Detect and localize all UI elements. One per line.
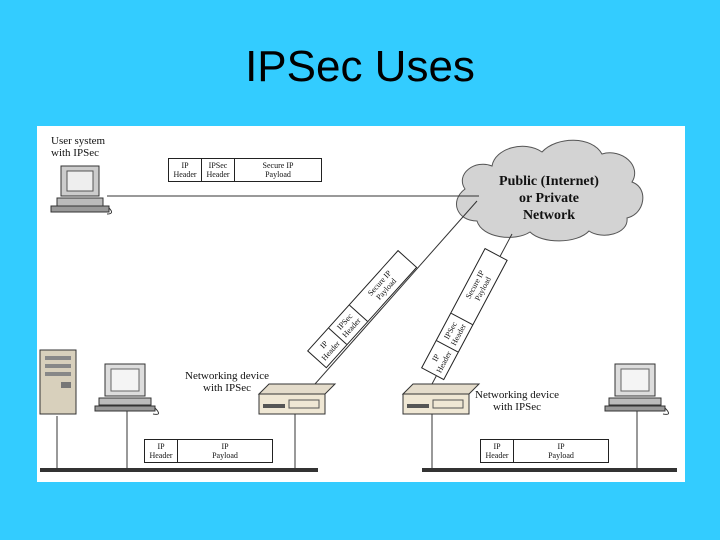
right-lan-bar (422, 468, 677, 472)
left-workstation-icon (94, 363, 159, 415)
left-networking-device-icon (257, 383, 337, 415)
left-lan-bar (40, 468, 318, 472)
right-networking-device-icon (401, 383, 481, 415)
network-label: Public (Internet) or Private Network (499, 174, 599, 223)
right-workstation-icon (604, 363, 669, 415)
network-cloud (455, 139, 644, 242)
slide-title: IPSec Uses (245, 42, 475, 91)
server-icon (39, 349, 77, 415)
user-pc-icon (50, 165, 113, 215)
left-device-link-line (314, 200, 478, 385)
